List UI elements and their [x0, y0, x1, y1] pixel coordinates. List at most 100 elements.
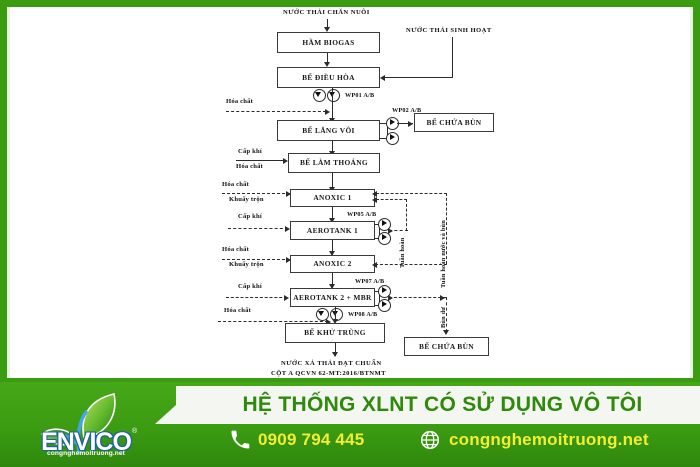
pump-wp07-a[interactable] — [378, 285, 391, 298]
label-hoa-chat-5: Hóa chất — [224, 307, 252, 314]
phone-icon — [231, 430, 250, 449]
box-be-dieu-hoa[interactable]: BỂ ĐIỀU HÒA — [277, 67, 380, 88]
box-anoxic-1[interactable]: ANOXIC 1 — [290, 189, 375, 207]
line-biogas-to-dieuhoa — [327, 53, 329, 64]
label-tuan-hoan-nuoc-va-bun: Tuần hoàn nước và bùn — [440, 220, 447, 288]
arrow-biogas-to-dieuhoa — [324, 62, 331, 67]
dashed-line-outer-recirc-bottom — [375, 264, 447, 265]
arrow-hoa-chat-5 — [326, 318, 331, 325]
line-aerotank1-pump-a — [375, 224, 380, 226]
dashed-line-tuanhoan-out — [389, 230, 408, 231]
label-inflow-livestock: NƯỚC THẢI CHĂN NUÔI — [283, 9, 370, 16]
page-frame-top — [0, 0, 700, 7]
label-cap-khi-3: Cấp khí — [238, 283, 262, 290]
label-pump-wp08: WP08 A/B — [348, 311, 378, 318]
arrow-outer-recirc-anoxic2 — [372, 261, 377, 268]
dashed-line-outer-recirc-top — [376, 193, 447, 194]
label-bun-du: Bùn dư — [440, 306, 447, 328]
logo-subtext: congnghemoitruong.net — [47, 450, 125, 457]
box-be-chua-bun-2[interactable]: BỂ CHỨA BÙN — [404, 337, 489, 356]
website-contact[interactable]: congnghemoitruong.net — [420, 430, 649, 450]
label-pump-wp07: WP07 A/B — [355, 278, 385, 285]
arrow-tuanhoan-into-anoxic1 — [372, 196, 377, 203]
label-pump-wp02: WP02 A/B — [392, 107, 422, 114]
line-anoxic2-to-aerotank2 — [332, 273, 334, 288]
website-url: congnghemoitruong.net — [449, 430, 649, 449]
arrow-wp07-out — [388, 294, 393, 301]
dashed-line-hoa-chat-1 — [226, 111, 326, 112]
logo-registered-mark: ® — [132, 428, 138, 435]
line-anoxic1-to-aerotank1 — [332, 207, 334, 222]
pump-wp05-b[interactable] — [378, 232, 391, 245]
line-khutrung-to-outflow — [335, 343, 337, 356]
label-outflow-line1: NƯỚC XẢ THẢI ĐẠT CHUẨN — [281, 360, 382, 367]
pump-wp05-a[interactable] — [378, 218, 391, 231]
page-frame-inner-right — [690, 7, 693, 382]
line-langvoi-pump-a — [380, 123, 388, 125]
banner-contact-bar: 0909 794 445 congnghemoitruong.net — [150, 430, 700, 464]
line-domestic-vertical — [452, 37, 454, 78]
page-frame-separator — [0, 378, 700, 382]
arrow-anoxic2-to-aerotank2 — [329, 284, 336, 289]
arrow-outflow — [332, 352, 339, 357]
label-khuay-tron-1: Khuấy trộn — [229, 196, 264, 203]
phone-contact[interactable]: 0909 794 445 — [230, 430, 364, 450]
pump-wp08-a[interactable] — [316, 308, 329, 321]
line-aerotank2-pump-a — [375, 291, 380, 293]
box-be-chua-bun-1[interactable]: BỂ CHỨA BÙN — [414, 113, 494, 132]
pump-wp02-b[interactable] — [386, 132, 399, 145]
dashed-line-cap-khi-3 — [226, 297, 287, 298]
page-frame-inner-left — [7, 7, 10, 382]
box-aerotank-2-mbr[interactable]: AEROTANK 2 + MBR — [290, 288, 375, 307]
page-frame-right — [693, 0, 700, 382]
line-aerotank2-pump-riser — [379, 291, 381, 306]
arrow-outer-recirc-anoxic1 — [372, 190, 377, 197]
leaf-icon — [40, 393, 116, 454]
box-anoxic-2[interactable]: ANOXIC 2 — [290, 255, 375, 273]
process-flow-diagram: NƯỚC THẢI CHĂN NUÔI HẦM BIOGAS BỂ ĐIỀU H… — [218, 9, 494, 377]
line-aerotank1-pump-riser — [379, 224, 381, 239]
box-be-khu-trung[interactable]: BỂ KHỬ TRÙNG — [285, 323, 385, 343]
label-hoa-chat-1: Hóa chất — [226, 98, 254, 105]
arrow-aerotank1-to-anoxic2 — [329, 251, 336, 256]
dashed-line-bun-du — [446, 297, 447, 332]
dashed-line-tuanhoan-top — [376, 199, 407, 200]
line-inflow-top — [327, 19, 329, 29]
line-pump-to-bunthank — [397, 123, 413, 125]
line-aerotank1-to-anoxic2 — [332, 240, 334, 255]
banner-title: HỆ THỐNG XLNT CÓ SỬ DỤNG VÔ TÔI — [242, 393, 643, 416]
label-khuay-tron-2: Khuấy trộn — [229, 261, 264, 268]
line-domestic-horizontal — [385, 77, 453, 79]
label-inflow-domestic: NƯỚC THẢI SINH HOẠT — [406, 27, 492, 34]
pump-wp01-b[interactable] — [327, 89, 340, 102]
label-pump-wp01: WP01 A/B — [345, 92, 375, 99]
line-dieuhoa-to-langvoi — [332, 88, 334, 120]
arrow-aerotank2-to-khutrung — [332, 319, 339, 324]
line-langvoi-pump-b — [380, 138, 388, 140]
line-aerotank2-to-khutrung — [335, 307, 337, 322]
box-be-lang-voi[interactable]: BỂ LẮNG VÔI — [277, 120, 380, 141]
logo-wordmark: ENVICO — [41, 428, 132, 456]
page-frame-left — [0, 0, 7, 382]
line-langvoi-pump-riser — [387, 123, 389, 139]
arrow-anoxic2-in — [286, 256, 291, 263]
label-hoa-chat-3: Hóa chất — [222, 181, 250, 188]
arrow-cap-khi-3 — [284, 294, 289, 301]
label-hoa-chat-2: Hóa chất — [236, 163, 264, 170]
box-ham-biogas[interactable]: HẦM BIOGAS — [277, 32, 380, 53]
box-aerotank-1[interactable]: AEROTANK 1 — [290, 221, 375, 240]
line-langvoi-to-lamthoang — [332, 141, 334, 154]
arrow-anoxic1-to-aerotank1 — [329, 218, 336, 223]
line-lamthoang-to-anoxic1 — [332, 173, 334, 191]
label-hoa-chat-4: Hóa chất — [222, 246, 250, 253]
dashed-line-tuanhoan-riser — [406, 199, 407, 231]
box-be-lam-thoang[interactable]: BỂ LÀM THOÁNG — [288, 153, 380, 173]
arrow-cap-khi-2 — [285, 225, 290, 232]
pump-wp01-a[interactable] — [313, 89, 326, 102]
arrow-wp07-to-bunline — [440, 294, 445, 301]
dashed-line-wp07-to-recirc — [389, 297, 446, 298]
arrow-inflow-top — [324, 27, 331, 32]
pump-wp07-b[interactable] — [378, 299, 391, 312]
envico-logo[interactable]: ENVICO ® congnghemoitruong.net — [22, 388, 148, 462]
